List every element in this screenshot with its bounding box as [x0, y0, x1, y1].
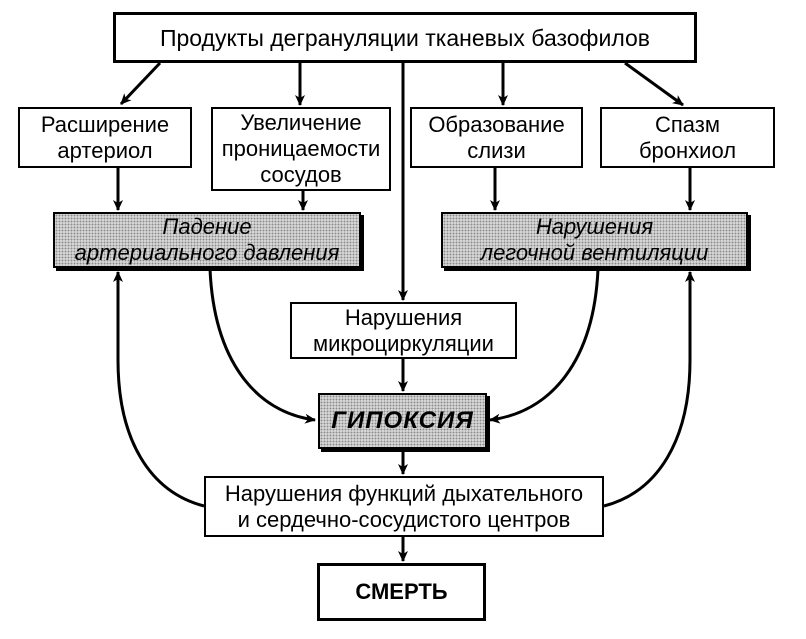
node-text: Нарушения [535, 214, 654, 239]
node-text: Спазм [654, 111, 720, 137]
node-text: артериального давления [74, 240, 340, 265]
node-ventilation-disorder: Нарушения легочной вентиляции [441, 212, 748, 268]
node-microcirculation-disorder: Нарушения микроциркуляции [290, 302, 517, 359]
node-text: Падение [162, 214, 252, 239]
arrow-ventilation-to-hypoxia [489, 268, 600, 424]
node-text: Расширение [40, 111, 170, 137]
node-hypoxia: ГИПОКСИЯ [318, 393, 487, 449]
node-text: бронхиол [638, 137, 737, 163]
node-death: СМЕРТЬ [317, 563, 486, 621]
arrow-products-to-spasm [624, 61, 684, 107]
node-vital-centers-dysfunction: Нарушения функций дыхательного и сердечн… [204, 476, 604, 537]
node-arteriole-dilation: Расширение артериол [18, 107, 192, 168]
node-text: сосудов [260, 162, 342, 187]
node-text: Нарушения [344, 304, 463, 330]
node-text: и сердечно-сосудистого центров [237, 506, 571, 532]
node-basophil-degranulation-products: Продукты дегрануляции тканевых базофилов [113, 12, 697, 63]
node-text: Нарушения функций дыхательного [224, 480, 584, 506]
node-text: артериол [57, 137, 153, 163]
node-text: Увеличение [240, 110, 362, 135]
arrow-pressure-to-hypoxia [208, 268, 316, 424]
node-text: микроциркуляции [313, 330, 494, 356]
node-vascular-permeability: Увеличение проницаемости сосудов [211, 107, 391, 191]
node-text: проницаемости [221, 136, 381, 161]
arrow-products-to-dilation [119, 61, 162, 106]
node-text: легочной вентиляции [480, 240, 709, 265]
node-mucus-formation: Образование слизи [410, 107, 583, 168]
node-blood-pressure-drop: Падение артериального давления [53, 212, 361, 268]
arrow-centers-to-pressure [113, 271, 205, 508]
node-text: Образование [428, 111, 565, 137]
node-text: Продукты дегрануляции тканевых базофилов [159, 24, 651, 51]
node-text: ГИПОКСИЯ [331, 407, 474, 434]
arrow-centers-to-ventilation [603, 271, 695, 508]
node-bronchiole-spasm: Спазм бронхиол [600, 107, 775, 168]
node-text: СМЕРТЬ [355, 579, 448, 604]
node-text: слизи [467, 137, 526, 163]
